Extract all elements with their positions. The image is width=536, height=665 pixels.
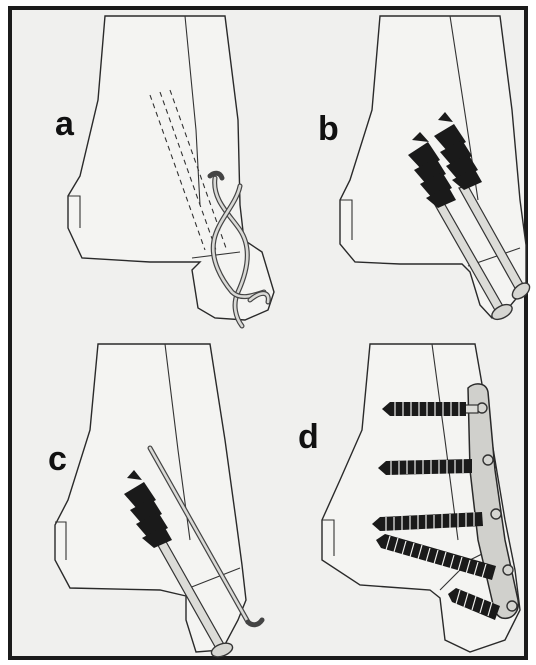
panel-label-d: d xyxy=(298,418,319,456)
plate-screw xyxy=(382,402,478,416)
panel-label-c: c xyxy=(48,440,67,478)
panel-label-a: a xyxy=(55,105,75,143)
plate-screw xyxy=(378,459,472,475)
panel-label-b: b xyxy=(318,110,339,148)
